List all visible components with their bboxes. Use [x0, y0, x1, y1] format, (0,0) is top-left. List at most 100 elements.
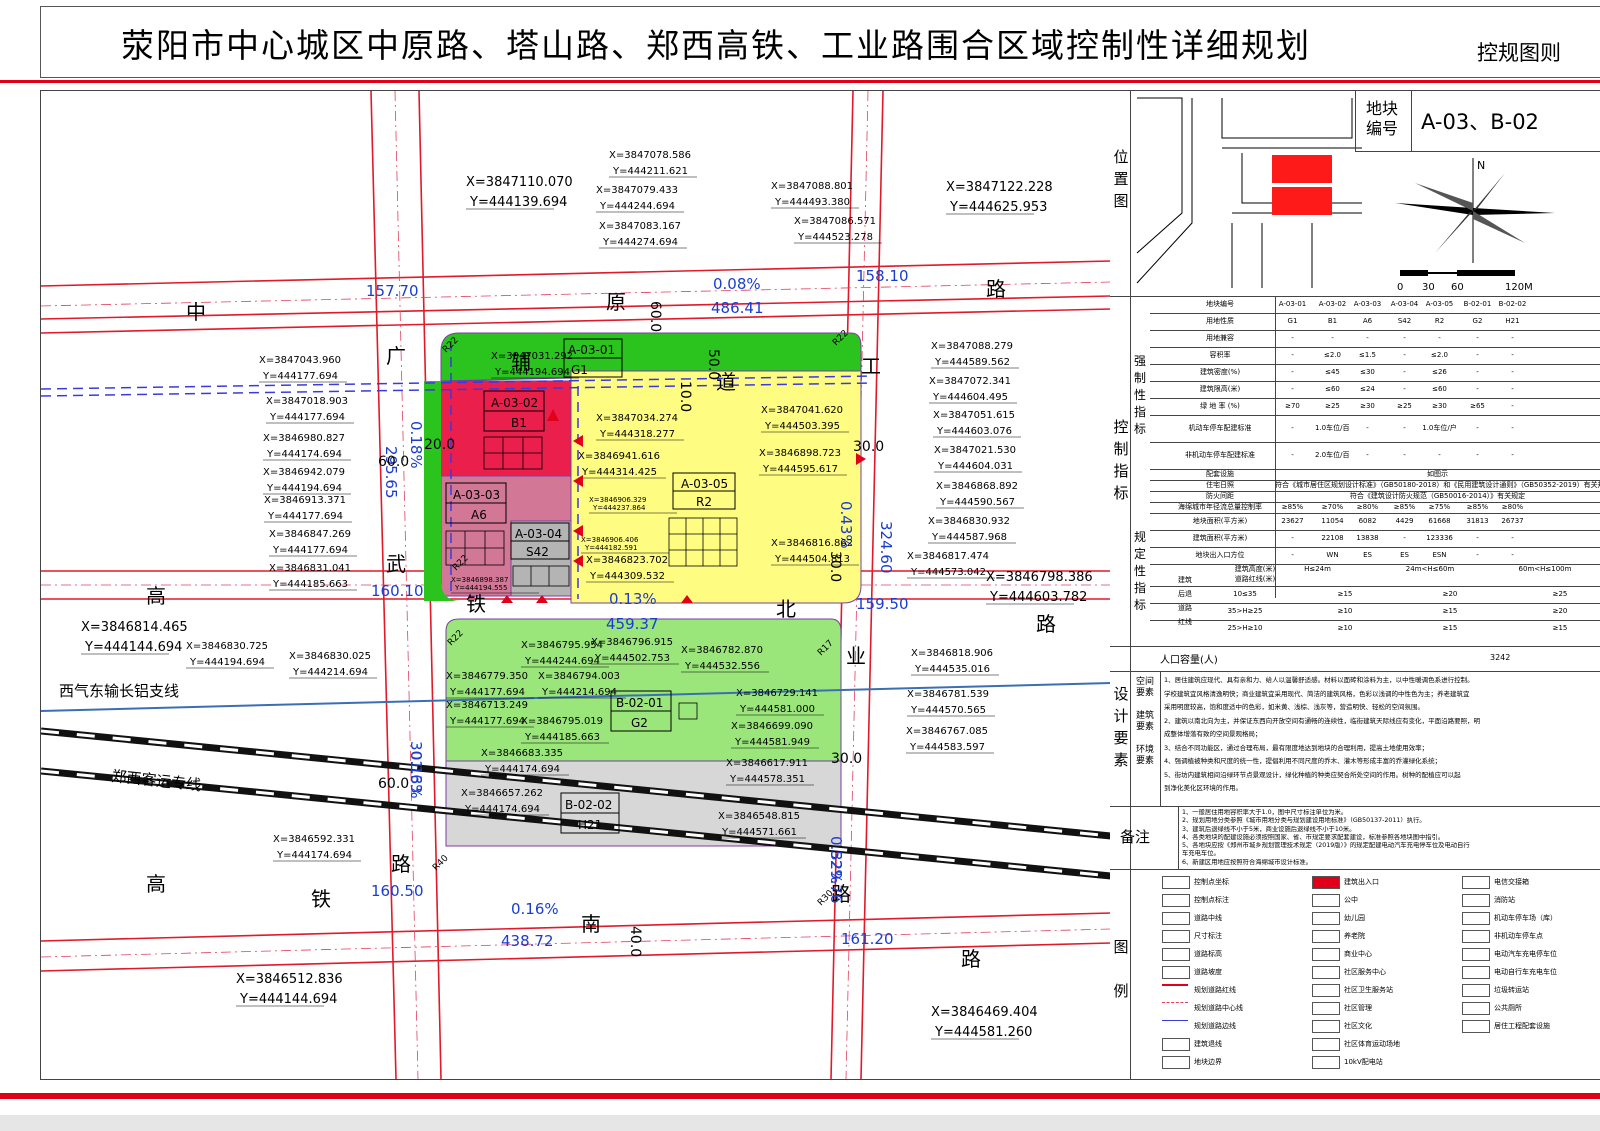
dimension-label: 0.13% [407, 751, 425, 799]
coord-x: X=3846913.371 [264, 495, 346, 506]
coord-y: Y=444589.562 [934, 357, 1010, 368]
legend-swatch [1162, 948, 1190, 961]
coord-x: X=3846617.911 [726, 758, 808, 769]
row-value: 26737 [1501, 517, 1524, 525]
row-value: ≤2.0 [1431, 351, 1448, 359]
row-label: 地块面积(平方米) [1192, 517, 1248, 525]
setback-road: 25>H≥10 [1227, 624, 1263, 632]
coord-y: Y=444244.694 [599, 201, 675, 212]
coord-y: Y=444144.694 [84, 640, 182, 655]
row-value: ≥25 [1397, 402, 1412, 410]
design-line: 采用明度较高，饱和度适中的色彩，如米黄、浅棕、浅灰等，营造明快、轻松的空间氛围。 [1164, 703, 1424, 711]
legend-label: 建筑退线 [1194, 1040, 1222, 1048]
row-value: G1 [1287, 317, 1298, 325]
coord-y: Y=444177.694 [267, 511, 343, 522]
legend-label: 社区管理 [1344, 1004, 1372, 1012]
legend-swatch [1162, 1002, 1188, 1014]
row-value: A-03-01 [1278, 300, 1307, 308]
parcel-use-A-03-01: G1 [571, 363, 588, 377]
coord-x: X=3846469.404 [931, 1005, 1038, 1020]
coord-x: X=3847088.801 [771, 181, 853, 192]
coord-y: Y=444590.567 [939, 497, 1015, 508]
row-value: 4429 [1395, 517, 1414, 525]
row-label: 机动车停车配建标准 [1188, 424, 1252, 432]
dimension-label: 160.50 [371, 882, 424, 900]
coord-x: X=3846980.827 [263, 433, 345, 444]
setback-side: 红线 [1178, 618, 1192, 626]
legend-swatch [1462, 894, 1490, 907]
coord-x: X=3847078.586 [609, 150, 691, 161]
dimension-label: 30.0 [827, 551, 843, 582]
legend-swatch [1312, 876, 1340, 889]
row-value: - [1403, 385, 1406, 393]
legend-label: 电信交接箱 [1494, 878, 1529, 886]
remarks-label: 备注 [1120, 828, 1151, 846]
row-value: - [1403, 351, 1406, 359]
dimension-label: 30.0 [831, 751, 862, 767]
legend-label: 规划道路边线 [1194, 1022, 1236, 1030]
coord-y: Y=444194.694 [494, 367, 570, 378]
row-value: - [1291, 551, 1294, 559]
coord-x: X=3846782.870 [681, 645, 763, 656]
dimension-label: 0.52% [827, 836, 845, 884]
legend-swatch [1312, 984, 1340, 997]
road-label-3-2: 南 [581, 912, 601, 936]
road-label-0-0: 中 [186, 300, 206, 324]
dimension-label: 438.72 [501, 932, 554, 950]
coord-y: Y=444318.277 [599, 429, 675, 440]
dimension-label: 324.60 [877, 521, 895, 574]
coord-y: Y=444244.694 [524, 656, 600, 667]
legend-label: 地块边界 [1194, 1058, 1222, 1066]
road-label-0-2: 路 [986, 277, 1006, 301]
legend-label: 商业中心 [1344, 950, 1372, 958]
row-value: - [1511, 424, 1514, 432]
dimension-label: 158.10 [856, 267, 909, 285]
row-value: - [1366, 424, 1369, 432]
setback-value: ≥15 [1442, 624, 1458, 632]
top-red-rule [0, 80, 1600, 83]
row-merged-value: 符合《建筑设计防火规范（GB50016-2014）》有关规定 [1349, 492, 1526, 500]
row-value: 22108 [1321, 534, 1344, 542]
coord-y: Y=444139.694 [469, 195, 567, 210]
road-label-3-0: 高 [146, 872, 166, 896]
legend-swatch [1462, 912, 1490, 925]
row-value: 11054 [1321, 517, 1344, 525]
remark-line: 1、一般居住用地容积率大于1.0，图中尺寸标注单位为米。 [1182, 809, 1348, 816]
coord-y: Y=444595.617 [762, 464, 838, 475]
legend-label: 尺寸标注 [1194, 932, 1222, 940]
svg-text:60: 60 [1451, 282, 1464, 293]
setback-value: ≥10 [1337, 607, 1353, 615]
coord-y: Y=444603.076 [936, 426, 1012, 437]
dimension-label: 329.76 [827, 851, 845, 904]
coord-x: X=3846796.915 [591, 637, 673, 648]
road-label-0-1: 原 [606, 290, 626, 314]
dimension-label: 50.0 [705, 349, 721, 380]
coord-x: X=3847088.279 [931, 341, 1013, 352]
row-value: - [1403, 368, 1406, 376]
legend-label: 公共厕所 [1494, 1004, 1522, 1012]
design-line: 5、街坊内建筑相间沿绿环节点景观设计，绿化种植的种类应契合所处空间的作用。树种的… [1164, 770, 1461, 779]
coord-y: Y=444535.016 [914, 664, 990, 675]
row-value: - [1511, 534, 1514, 542]
coord-x: X=3846781.539 [907, 689, 989, 700]
coord-y: Y=444604.031 [937, 461, 1013, 472]
gas-pipeline-label: 西气东输长铝支线 [59, 682, 179, 700]
coord-x: X=3847034.274 [596, 413, 678, 424]
legend-label: 消防站 [1494, 896, 1515, 904]
legend-swatch [1162, 984, 1188, 997]
coord-y: Y=444144.694 [239, 992, 337, 1007]
coord-x: X=3846814.465 [81, 620, 188, 635]
legend-swatch [1462, 948, 1490, 961]
design-line: 到净化美化区环境的作用。 [1164, 784, 1242, 792]
coord-x: X=3847072.341 [929, 376, 1011, 387]
bottom-red-rule [0, 1093, 1600, 1099]
coord-x: X=3846817.474 [907, 551, 989, 562]
legend-label: 社区服务中心 [1344, 968, 1386, 976]
row-value: ≥70% [1321, 503, 1344, 511]
row-value: - [1291, 451, 1294, 459]
coord-x: X=3846729.141 [736, 688, 818, 699]
legend-swatch [1312, 894, 1340, 907]
parcel-A-03-05 [570, 370, 862, 604]
parcel-use-A-03-05: R2 [696, 495, 712, 509]
